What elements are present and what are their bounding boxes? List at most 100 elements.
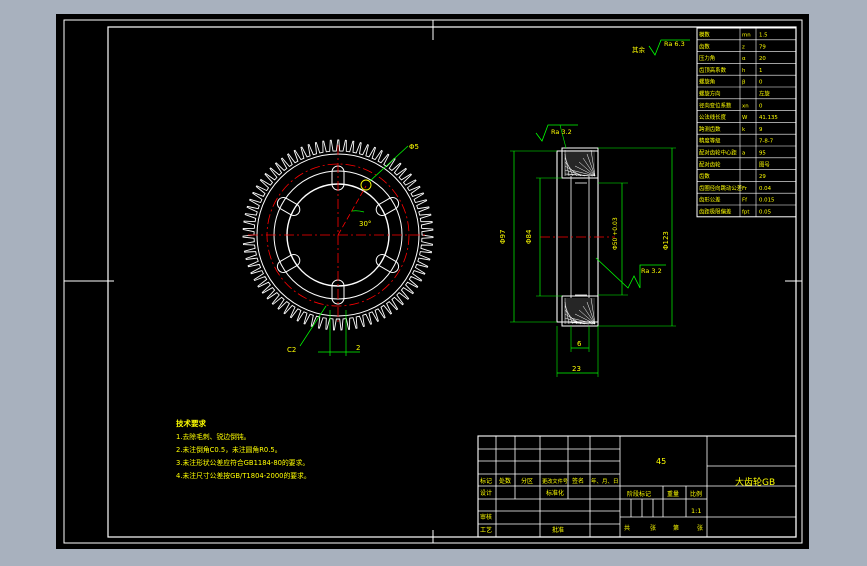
tb-header-sign: 签名 (572, 477, 584, 485)
hatch-line (582, 157, 596, 177)
param-symbol: α (742, 56, 746, 62)
angle-ray (337, 185, 367, 236)
title-block-frame (477, 435, 797, 538)
section-hatching (564, 149, 596, 325)
angle-label: 30° (359, 220, 371, 228)
roughness-top-label: Ra 3.2 (551, 128, 572, 136)
tb-header-change-doc: 更改文件号 (542, 477, 568, 485)
param-value: 79 (759, 44, 766, 50)
param-value: 0 (759, 103, 763, 109)
roughness-rest-label: 其余 (632, 45, 646, 54)
param-value: 左旋 (759, 90, 770, 98)
hatch-line (564, 313, 582, 325)
param-symbol: a (742, 151, 745, 157)
roughness-rest-symbol (648, 39, 690, 56)
tb-header-zone: 分区 (521, 477, 533, 485)
roughness-symbol-bottom (595, 257, 666, 289)
hatch-line (582, 305, 596, 325)
chamfer-leader (299, 305, 327, 347)
hatch-line (570, 317, 596, 325)
param-symbol: W (742, 115, 748, 121)
param-name: 跨测齿数 (699, 125, 721, 133)
param-value: 0.015 (759, 198, 774, 204)
param-name: 齿数 (699, 42, 710, 50)
roughness-leader-top (559, 124, 567, 149)
dim-label-width: 23 (572, 365, 581, 373)
param-value: 图号 (759, 160, 770, 168)
param-value: 29 (759, 174, 766, 180)
hole-note: Φ5 (409, 143, 419, 151)
hatch-line (574, 313, 596, 325)
tb-total: 共 (624, 524, 630, 532)
param-symbol: h (742, 68, 745, 74)
tech-req-item-3: 3.未注形状公差应符合GB1184-80的要求。 (176, 458, 309, 467)
param-name: 压力角 (699, 54, 715, 62)
tb-sheets: 张 (650, 524, 656, 532)
tb-header-mark: 标记 (480, 477, 492, 485)
slot (276, 197, 301, 216)
hatch-line (586, 301, 596, 325)
param-symbol: mn (742, 33, 751, 39)
param-name: 齿距极限偏差 (699, 208, 732, 216)
tb-header-count: 处数 (499, 477, 511, 485)
gear-section-view: Φ97 Φ84 Φ50 +0.03 Φ123 6 23 Ra 3.2 Ra 3.… (499, 124, 676, 377)
tb-material: 45 (656, 457, 666, 466)
tech-req-item-2: 2.未注倒角C0.5，未注圆角R0.5。 (176, 445, 282, 454)
hatch-line (570, 169, 596, 177)
hatch-line (564, 301, 570, 325)
dim-label-b: Φ84 (525, 229, 533, 244)
param-symbol: Fr (742, 186, 748, 192)
param-value: 1.5 (759, 33, 768, 39)
param-value: 20 (759, 56, 766, 62)
tb-page: 第 (673, 524, 679, 532)
param-name: 螺旋角 (699, 78, 715, 86)
param-value: 7-8-7 (759, 139, 773, 145)
inner-frame (107, 26, 797, 538)
param-name: 径向变位系数 (699, 101, 732, 109)
roughness-bottom-label: Ra 3.2 (641, 267, 662, 275)
dim-label-hub: 6 (577, 340, 582, 348)
dim-label-r: Φ123 (662, 231, 670, 250)
hatch-line (578, 309, 596, 325)
param-name: 螺旋方向 (699, 90, 721, 98)
gear-front-view: 30° Φ5 2 C2 (242, 139, 434, 356)
tb-weight: 重量 (667, 490, 679, 498)
gear-tooth-profile (242, 139, 434, 331)
hatch-line (566, 173, 594, 177)
slot (375, 197, 400, 216)
tech-req-item-1: 1.去除毛刺、锐边倒钝。 (176, 432, 250, 441)
param-name: 模数 (699, 31, 710, 39)
param-name: 齿顶高系数 (699, 66, 727, 74)
hatch-line (590, 149, 596, 177)
param-value: 0.05 (759, 210, 771, 216)
hatch-line (566, 321, 594, 325)
hub-top (561, 147, 599, 179)
technical-requirements: 技术要求 1.去除毛刺、锐边倒钝。 2.未注倒角C0.5，未注圆角R0.5。 3… (176, 418, 311, 480)
param-symbol: z (742, 44, 745, 50)
param-value: 0 (759, 80, 763, 86)
param-value: 9 (759, 127, 763, 133)
slot (276, 253, 301, 273)
tech-req-item-4: 4.未注尺寸公差按GB/T1804-2000的要求。 (176, 471, 311, 480)
param-value: 0.04 (759, 186, 772, 192)
hatch-line (586, 153, 596, 177)
param-symbol: fpt (742, 210, 749, 216)
hole-circle (360, 179, 372, 191)
param-symbol: k (742, 127, 746, 133)
tb-scale-value: 1:1 (691, 507, 701, 515)
chamfer-label: C2 (287, 346, 296, 354)
angle-arc (351, 210, 365, 213)
slot (375, 254, 400, 273)
param-name: 配对齿轮中心距 (699, 149, 737, 157)
param-name: 齿数 (699, 172, 710, 180)
hatch-line (578, 161, 596, 177)
tb-header-date: 年、月、日 (591, 477, 619, 485)
tb-process: 工艺 (480, 526, 492, 534)
param-name: 齿圈径向跳动公差 (699, 184, 743, 192)
tb-sheet: 张 (697, 524, 703, 532)
param-symbol: β (742, 80, 746, 86)
tb-design: 设计 (480, 489, 492, 497)
param-value: 1 (759, 68, 762, 74)
tb-stage-mark: 阶段标记 (627, 490, 651, 498)
